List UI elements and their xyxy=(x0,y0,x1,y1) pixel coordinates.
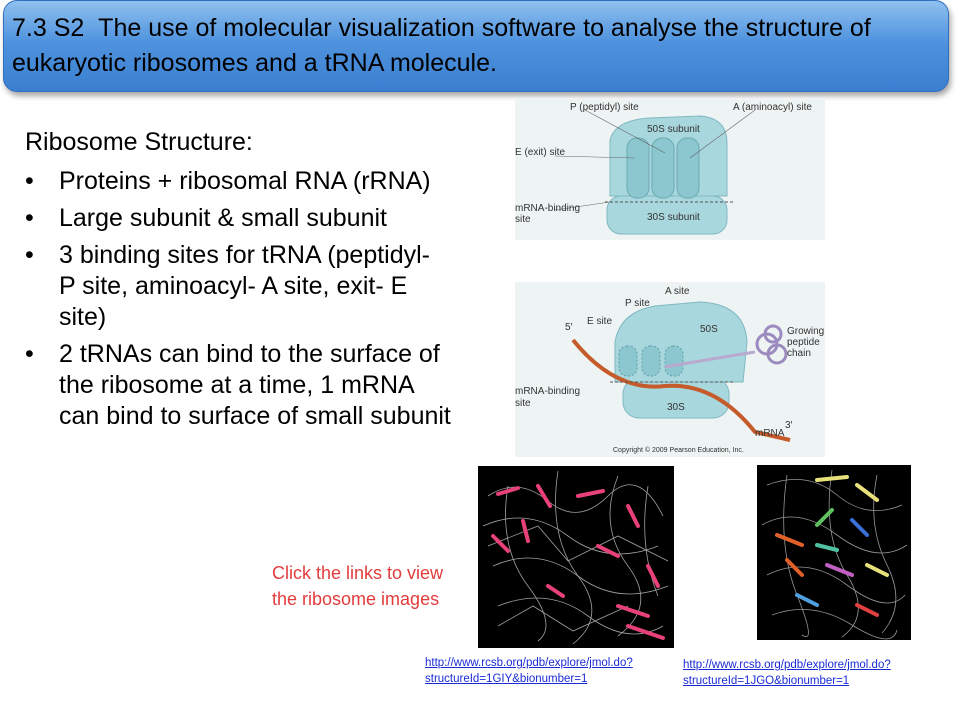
structure-link-1jgo[interactable]: http://www.rcsb.org/pdb/explore/jmol.do?… xyxy=(683,659,891,687)
slide-title: 7.3 S2 The use of molecular visualizatio… xyxy=(12,14,871,77)
label-three-prime: 3′ xyxy=(785,420,793,431)
bullet-icon: • xyxy=(25,340,34,368)
title-banner: 7.3 S2 The use of molecular visualizatio… xyxy=(3,0,949,92)
label-mrna-binding-site-2: site xyxy=(515,398,531,409)
label-growing: Growing xyxy=(787,326,824,337)
label-a-site-2: A site xyxy=(665,286,690,297)
label-mrna-binding: mRNA-binding xyxy=(515,203,580,214)
bullet-item: •2 tRNAs can bind to the surface of the … xyxy=(25,340,451,430)
label-chain: chain xyxy=(787,348,811,359)
ribosome-structure-image-1gly xyxy=(478,466,674,648)
instruction-note: Click the links to view the ribosome ima… xyxy=(272,563,444,609)
label-e-site: E (exit) site xyxy=(515,147,565,158)
label-a-site: A (aminoacyl) site xyxy=(733,102,812,113)
label-50s: 50S xyxy=(700,324,718,335)
ribosome-structure-image-1jgo xyxy=(757,465,911,640)
label-mrna-binding-site: site xyxy=(515,214,531,225)
bullet-item: •Large subunit & small subunit xyxy=(25,204,387,232)
ribosome-diagram-translation: A site P site E site 5′ 50S Growing pept… xyxy=(515,282,825,457)
label-p-site-2: P site xyxy=(625,298,650,309)
label-mrna: mRNA xyxy=(755,428,785,439)
bullet-item: •3 binding sites for tRNA (peptidyl- P s… xyxy=(25,241,431,331)
bullet-icon: • xyxy=(25,204,34,232)
bullet-icon: • xyxy=(25,167,34,195)
label-five-prime: 5′ xyxy=(565,322,573,333)
label-30s-subunit: 30S subunit xyxy=(647,212,700,223)
label-mrna-binding-2: mRNA-binding xyxy=(515,386,580,397)
label-peptide: peptide xyxy=(787,337,820,348)
section-heading: Ribosome Structure: xyxy=(25,128,253,156)
label-p-site: P (peptidyl) site xyxy=(570,102,639,113)
ribosome-diagram-sites: P (peptidyl) site A (aminoacyl) site 50S… xyxy=(515,98,825,240)
structure-link-1giy[interactable]: http://www.rcsb.org/pdb/explore/jmol.do?… xyxy=(425,657,633,685)
label-30s: 30S xyxy=(667,402,685,413)
diagram-copyright: Copyright © 2009 Pearson Education, Inc. xyxy=(613,446,744,454)
bullet-list: •Proteins + ribosomal RNA (rRNA) •Large … xyxy=(22,166,452,432)
label-e-site-2: E site xyxy=(587,316,612,327)
label-50s-subunit: 50S subunit xyxy=(647,124,700,135)
bullet-item: •Proteins + ribosomal RNA (rRNA) xyxy=(25,167,431,195)
bullet-icon: • xyxy=(25,241,34,269)
text-content: Ribosome Structure: •Proteins + ribosoma… xyxy=(22,124,452,432)
